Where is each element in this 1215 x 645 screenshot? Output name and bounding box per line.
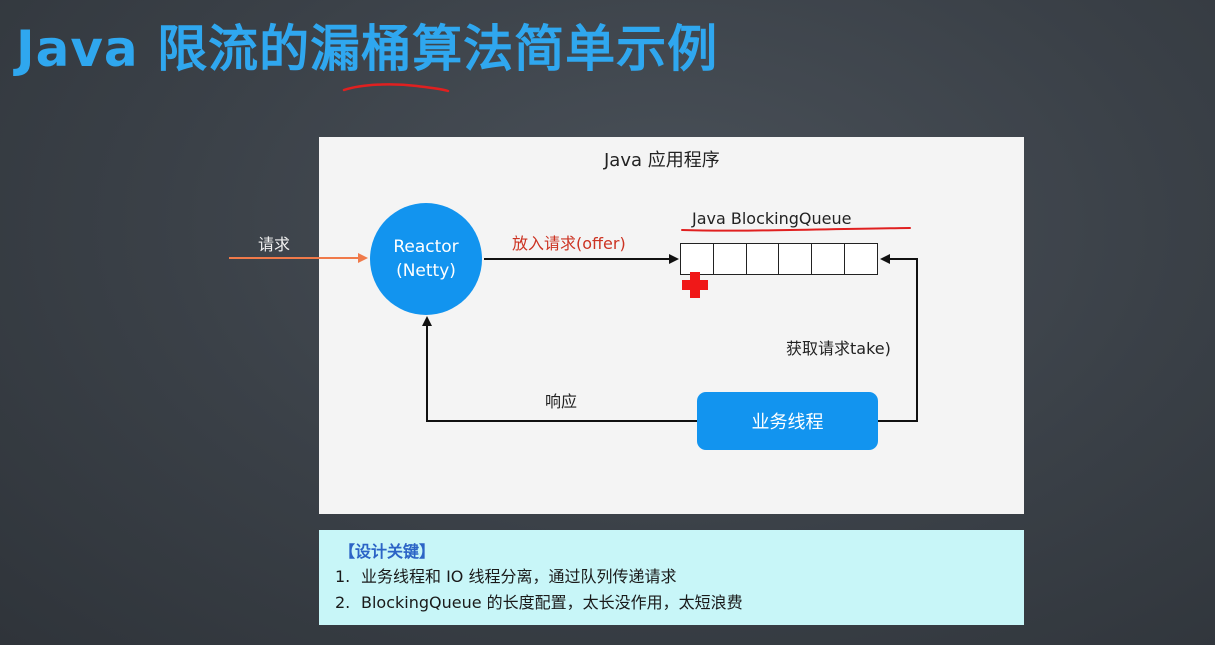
note-item: 1. 业务线程和 IO 线程分离，通过队列传递请求: [335, 564, 1024, 590]
note-number: 2.: [335, 593, 351, 612]
worker-thread-node: 业务线程: [697, 392, 878, 450]
reactor-label-line1: Reactor: [393, 237, 459, 257]
queue-slot: [714, 244, 747, 274]
queue-slot: [845, 244, 877, 274]
slide-title: Java 限流的漏桶算法简单示例: [16, 20, 719, 78]
note-item: 2. BlockingQueue 的长度配置，太长没作用，太短浪费: [335, 590, 1024, 616]
queue-label: Java BlockingQueue: [692, 209, 852, 228]
reactor-node: Reactor (Netty): [370, 203, 482, 315]
queue-slot: [747, 244, 780, 274]
title-underline-annotation: [342, 83, 450, 93]
blocking-queue: [680, 243, 878, 275]
note-text: 业务线程和 IO 线程分离，通过队列传递请求: [361, 567, 677, 586]
response-label: 响应: [545, 392, 578, 411]
panel-title: Java 应用程序: [604, 150, 720, 171]
queue-slot: [812, 244, 846, 274]
note-text: BlockingQueue 的长度配置，太长没作用，太短浪费: [361, 593, 743, 612]
request-label: 请求: [258, 235, 291, 254]
notes-title: 【设计关键】: [339, 542, 436, 561]
offer-label: 放入请求(offer): [512, 234, 626, 253]
red-cross-icon: [682, 272, 708, 298]
queue-slot: [779, 244, 813, 274]
diagram-panel: [319, 137, 1024, 514]
design-notes-box: 【设计关键】 1. 业务线程和 IO 线程分离，通过队列传递请求 2. Blocki…: [319, 530, 1024, 625]
queue-slot: [681, 244, 714, 274]
reactor-label-line2: (Netty): [396, 261, 456, 281]
note-number: 1.: [335, 567, 351, 586]
take-label: 获取请求take): [786, 339, 891, 358]
